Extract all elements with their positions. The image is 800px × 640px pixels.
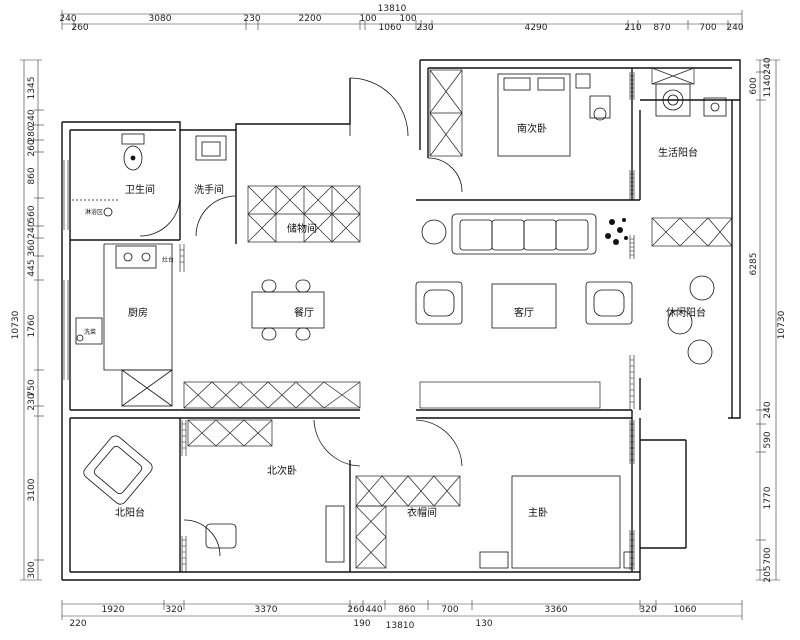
- sink-label: 洗菜: [84, 328, 96, 336]
- plant-icon: [605, 218, 628, 245]
- dim-top-11: 700: [699, 23, 716, 33]
- dim-bottom-extra-1: 190: [353, 619, 370, 629]
- label-leisure-balcony: 休闲阳台: [666, 306, 706, 319]
- dim-right-6: 1770: [763, 486, 773, 509]
- dim-top-4: 100: [359, 14, 376, 24]
- label-kitchen: 厨房: [128, 306, 148, 319]
- toilet-icon: [121, 133, 145, 171]
- dim-top-12: 240: [726, 23, 743, 33]
- dim-left-8: 445: [27, 259, 37, 276]
- dim-left-12: 3100: [27, 478, 37, 501]
- left-dimensions: [20, 59, 44, 581]
- shower-label: 淋浴区: [85, 208, 103, 216]
- dim-top-7: 230: [416, 23, 433, 33]
- sofa-icon: [451, 213, 597, 255]
- sink-icon: [76, 334, 84, 342]
- washer-icon: [655, 83, 691, 117]
- lounge-chair-icon: [83, 435, 153, 505]
- dim-left-11: 230: [27, 393, 37, 410]
- dim-left-2: 280: [27, 125, 37, 142]
- label-north-bedroom: 北次卧: [267, 464, 297, 477]
- label-cloakroom: 衣帽间: [407, 506, 437, 519]
- dim-right-1: 600: [749, 77, 759, 94]
- dim-top-2: 230: [243, 14, 260, 24]
- stove-label: 灶台: [162, 256, 174, 264]
- dining-table: [251, 279, 325, 341]
- dim-top-1: 3080: [149, 14, 172, 24]
- kitchen-counter: [75, 243, 173, 407]
- dim-bottom-extra-2: 130: [475, 619, 492, 629]
- side-table-icon: [421, 219, 447, 245]
- dim-bottom-total: 13810: [386, 621, 415, 631]
- armchair-icon: [415, 281, 633, 325]
- balcony-chairs: [667, 275, 715, 365]
- label-dining: 餐厅: [294, 306, 314, 319]
- label-life-balcony: 生活阳台: [658, 146, 698, 159]
- north-bedroom-furniture: [205, 505, 345, 563]
- dim-left-9: 1760: [27, 314, 37, 337]
- dim-left-13: 300: [27, 561, 37, 578]
- dim-bottom-8: 320: [639, 605, 656, 615]
- dim-left-5: 560: [27, 205, 37, 222]
- dim-bottom-extra-0: 220: [69, 619, 86, 629]
- mop-sink-icon: [703, 97, 727, 117]
- dim-top-total: 13810: [378, 4, 407, 14]
- shower-icon: [72, 199, 120, 217]
- label-living: 客厅: [514, 306, 534, 319]
- doors: [139, 77, 463, 557]
- stove-icon: [115, 245, 157, 269]
- washbasin-icon: [195, 135, 227, 161]
- label-master-bedroom: 主卧: [528, 506, 548, 519]
- dim-left-4: 860: [27, 167, 37, 184]
- dim-left-6: 240: [27, 221, 37, 238]
- dim-left-7: 360: [27, 239, 37, 256]
- dim-bottom-9: 1060: [674, 605, 697, 615]
- dim-top-6: 100: [399, 14, 416, 24]
- dim-top-9: 210: [624, 23, 641, 33]
- dim-left-3: 260: [27, 139, 37, 156]
- dim-top-8: 4290: [525, 23, 548, 33]
- right-dimensions: [756, 59, 780, 581]
- dim-top-3: 2200: [299, 14, 322, 24]
- dim-right-3: 6285: [749, 253, 759, 276]
- label-bathroom: 卫生间: [125, 183, 155, 196]
- walls: [61, 59, 741, 581]
- dim-bottom-5: 860: [398, 605, 415, 615]
- dim-right-total: 10730: [777, 310, 787, 339]
- master-bed: [479, 475, 633, 569]
- top-dimensions: [61, 10, 743, 30]
- south-bed: [497, 73, 611, 157]
- dim-bottom-2: 3370: [255, 605, 278, 615]
- label-storage: 储物间: [287, 222, 317, 235]
- dim-right-5: 590: [763, 431, 773, 448]
- bottom-dimensions: [61, 600, 743, 620]
- label-washroom: 洗手间: [194, 183, 224, 196]
- wardrobes: [183, 67, 733, 569]
- coffee-table: [491, 283, 557, 329]
- dim-right-0: 240: [763, 57, 773, 74]
- dim-top-0: 240: [59, 14, 76, 24]
- dim-left-1: 240: [27, 109, 37, 126]
- dim-top-5: 1060: [379, 23, 402, 33]
- windows: [63, 72, 635, 572]
- dim-bottom-4: 440: [365, 605, 382, 615]
- dim-bottom-1: 320: [165, 605, 182, 615]
- dim-right-4: 240: [763, 401, 773, 418]
- dim-bottom-7: 3360: [545, 605, 568, 615]
- dim-top-extra: 260: [71, 23, 88, 33]
- label-north-balcony: 北阳台: [115, 506, 145, 519]
- dim-top-10: 870: [653, 23, 670, 33]
- dim-right-7: 700: [763, 547, 773, 564]
- dim-right-8: 205: [763, 565, 773, 582]
- dim-bottom-6: 700: [441, 605, 458, 615]
- dim-left-total: 10730: [11, 310, 21, 339]
- dim-left-0: 1345: [27, 77, 37, 100]
- dim-left-10: 750: [27, 379, 37, 396]
- dim-right-2: 1140: [763, 74, 773, 97]
- dim-bottom-3: 260: [347, 605, 364, 615]
- label-south-bedroom: 南次卧: [517, 122, 547, 135]
- dim-bottom-0: 1920: [102, 605, 125, 615]
